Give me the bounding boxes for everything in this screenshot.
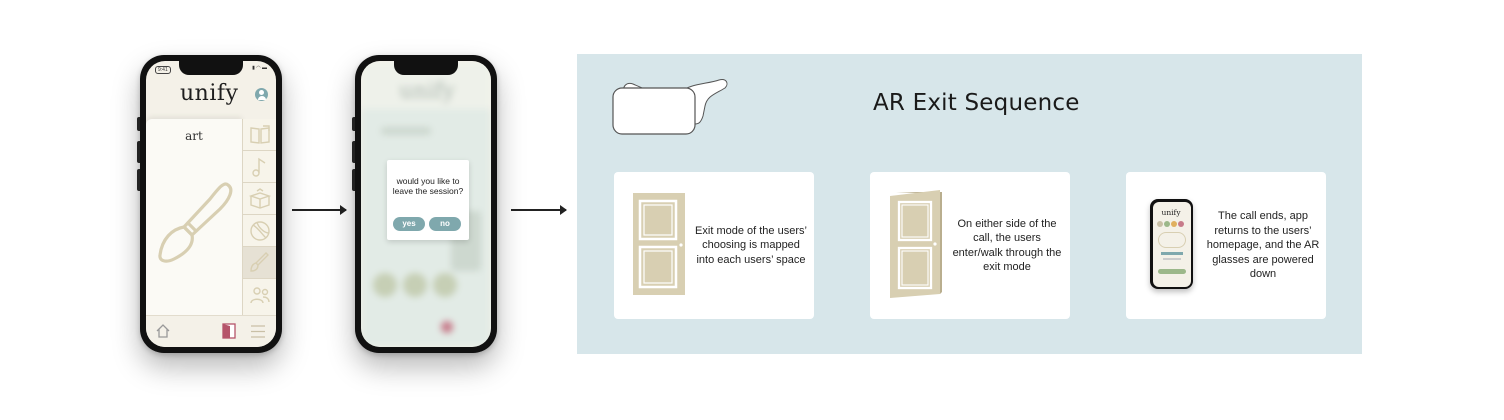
phone-notch [179, 61, 243, 75]
profile-avatar-icon[interactable] [255, 88, 268, 101]
flow-arrow [292, 205, 347, 215]
dialog-message: would you like to leave the session? [392, 176, 464, 196]
category-side-rail [242, 119, 276, 315]
rail-item-sports[interactable] [243, 215, 276, 247]
ball-icon [250, 220, 270, 241]
phone-homepage-icon: unify [1150, 199, 1193, 289]
rail-item-books[interactable] [243, 119, 276, 151]
flow-arrow [511, 205, 567, 215]
phone-screen-blurred: unify would you like to leave the sessio… [361, 61, 491, 347]
ar-exit-sequence-panel: AR Exit Sequence Exit mode of the users’… [577, 54, 1362, 354]
mini-app-title: unify [1161, 207, 1181, 217]
people-icon [250, 287, 270, 304]
step-card-3: unify The call ends, app returns to the … [1126, 172, 1326, 319]
status-time: 9:41 [155, 66, 171, 74]
rail-item-crafts[interactable] [243, 183, 276, 215]
phone-home-screen: 9:41 ▮ ◠ ▬ unify art [137, 55, 282, 353]
paintbrush-icon [250, 251, 269, 272]
music-note-icon [252, 157, 266, 177]
yes-button[interactable]: yes [393, 217, 425, 231]
blurred-background: unify [361, 61, 491, 347]
home-icon[interactable] [155, 323, 171, 339]
phone-leave-dialog: unify would you like to leave the sessio… [352, 55, 497, 353]
box-icon [248, 187, 272, 209]
step-card-2: On either side of the call, the users en… [870, 172, 1070, 319]
step-description: Exit mode of the users’ choosing is mapp… [695, 224, 807, 266]
rail-item-art[interactable] [243, 247, 276, 279]
leave-session-dialog: would you like to leave the session? yes… [387, 160, 469, 240]
rail-item-music[interactable] [243, 151, 276, 183]
closed-door-icon [633, 193, 685, 295]
bottom-navigation [146, 315, 276, 347]
ar-glasses-icon [612, 79, 728, 135]
category-label: art [185, 129, 203, 143]
status-icons: ▮ ◠ ▬ [252, 65, 267, 71]
step-description: The call ends, app returns to the users’… [1206, 210, 1320, 281]
category-card[interactable]: art [146, 119, 242, 315]
step-card-1: Exit mode of the users’ choosing is mapp… [614, 172, 814, 319]
paintbrush-icon [158, 182, 233, 263]
step-description: On either side of the call, the users en… [952, 217, 1062, 274]
phone-screen: 9:41 ▮ ◠ ▬ unify art [146, 61, 276, 347]
menu-icon[interactable] [250, 324, 266, 339]
no-button[interactable]: no [429, 217, 461, 231]
app-title: unify [180, 81, 239, 106]
book-icon [250, 124, 270, 144]
rail-item-social[interactable] [243, 279, 276, 311]
open-door-icon [890, 190, 942, 298]
exit-door-icon[interactable] [222, 323, 236, 339]
panel-title: AR Exit Sequence [873, 90, 1080, 116]
